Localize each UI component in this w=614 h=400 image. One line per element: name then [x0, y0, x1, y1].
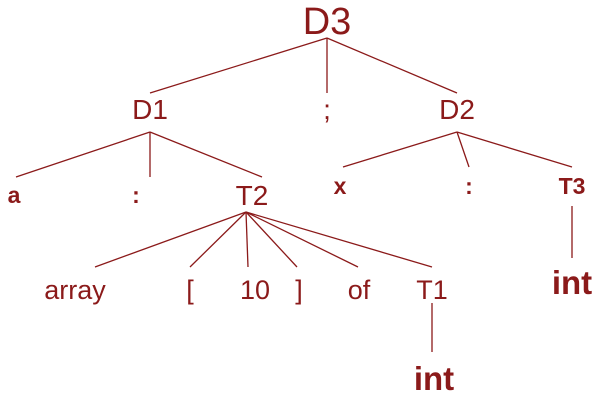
edge-t2-rbracket	[245, 211, 298, 268]
edge-d1-t2	[149, 131, 263, 178]
node-array: array	[44, 275, 106, 305]
edge-t2-lbracket	[189, 211, 247, 268]
tree-edges	[15, 37, 573, 352]
node-colon-d1: :	[132, 182, 140, 208]
tree-nodes: D3 D1 ; D2 a : T2 x : T3 array [ 10 ] of…	[8, 1, 593, 397]
edge-d3-d1	[149, 37, 328, 94]
node-x: x	[334, 173, 347, 199]
node-10: 10	[240, 275, 270, 305]
edge-d1-a	[15, 131, 151, 178]
node-d1: D1	[132, 94, 168, 125]
node-rbracket: ]	[295, 275, 303, 305]
node-t1: T1	[416, 275, 448, 305]
node-d2: D2	[439, 94, 475, 125]
edge-d3-d2	[326, 37, 458, 94]
node-a: a	[8, 182, 21, 208]
node-t3: T3	[559, 173, 586, 199]
node-colon-d2: :	[465, 173, 473, 199]
node-lbracket: [	[186, 275, 194, 305]
node-of: of	[348, 275, 371, 305]
edge-d2-x	[342, 131, 458, 168]
node-int-t3: int	[552, 264, 592, 301]
edge-t2-array	[94, 211, 247, 268]
edge-t2-of	[245, 211, 359, 268]
node-semicolon: ;	[323, 94, 331, 125]
node-int-t1: int	[414, 360, 454, 397]
node-t2: T2	[236, 180, 269, 211]
edge-t2-t1	[245, 211, 433, 268]
edge-d2-colon	[456, 131, 470, 168]
edge-d2-t3	[456, 131, 573, 168]
node-d3: D3	[303, 1, 352, 43]
edge-t2-10	[245, 211, 249, 268]
